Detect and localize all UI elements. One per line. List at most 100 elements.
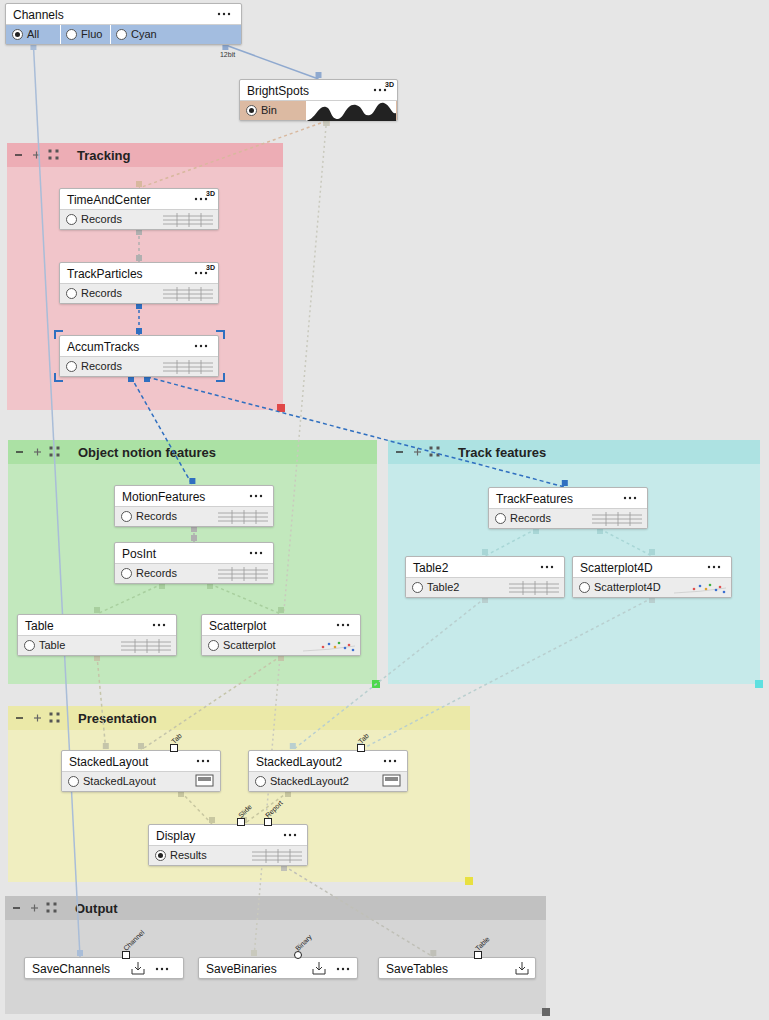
output-row: Bin — [240, 100, 397, 120]
arrow — [316, 962, 322, 970]
download-icon — [131, 961, 145, 975]
group-frame: PresentationStackedLayoutStackedLayoutTa… — [8, 706, 470, 882]
expand-icon — [417, 449, 418, 456]
radio-button — [246, 105, 257, 116]
port-marker — [136, 255, 142, 261]
expand-icon — [37, 715, 38, 722]
grid-line — [523, 581, 524, 595]
grid-line — [252, 852, 302, 853]
dot — [260, 495, 262, 497]
group-title: Presentation — [78, 711, 157, 726]
connector — [97, 584, 162, 614]
input-port — [357, 744, 365, 752]
box-title: Scatterplot4D — [580, 561, 653, 575]
box-title: AccumTracks — [67, 340, 139, 354]
dot — [153, 624, 155, 626]
group-controls — [13, 148, 69, 162]
dot — [158, 624, 160, 626]
fit-icon — [57, 447, 60, 450]
fit-icon — [430, 454, 433, 457]
output-row: Records — [60, 356, 218, 376]
fit-icon — [56, 157, 59, 160]
box-header: TrackFeatures — [489, 488, 647, 508]
menu-dots — [336, 967, 350, 971]
dot — [250, 495, 252, 497]
port-marker — [323, 120, 329, 126]
port-marker — [251, 950, 257, 956]
dot — [347, 624, 349, 626]
menu-dots — [540, 565, 554, 569]
port-marker — [30, 44, 36, 50]
dot — [389, 760, 391, 762]
resize-handle — [542, 1008, 550, 1016]
output-label: Scatterplot4D — [594, 581, 661, 593]
menu-dots — [707, 565, 721, 569]
process-box: Table2Table2 — [405, 556, 565, 598]
connector — [193, 527, 195, 542]
box-title: TimeAndCenter — [67, 193, 151, 207]
radio-button — [412, 582, 423, 593]
grid-line — [163, 220, 213, 221]
output-row: Scatterplot — [202, 635, 360, 655]
port-marker — [649, 549, 655, 555]
table-icon — [212, 509, 270, 525]
port-label: Slide — [237, 803, 253, 819]
output-label: Fluo — [81, 28, 102, 40]
port-marker — [222, 44, 228, 50]
grid-line — [163, 363, 213, 364]
connector — [139, 121, 326, 188]
arrow — [519, 962, 525, 970]
grid-line — [509, 592, 559, 593]
box-title: Display — [156, 829, 195, 843]
radio-button — [579, 582, 590, 593]
grid-line — [201, 287, 202, 301]
port-marker — [482, 597, 488, 603]
port-marker — [103, 743, 109, 749]
connector — [97, 656, 106, 750]
port-marker — [136, 229, 142, 235]
fit-icon — [50, 454, 53, 457]
thumb-shape — [306, 103, 396, 121]
fit-icon — [57, 713, 60, 716]
dot — [708, 566, 710, 568]
box-header: TimeAndCenter — [60, 189, 218, 209]
fit-icon — [47, 910, 50, 913]
grid-line — [218, 570, 268, 571]
dot — [205, 198, 207, 200]
port-marker — [562, 480, 568, 486]
process-box: StackedLayoutStackedLayoutTab — [61, 750, 221, 792]
grid-line — [606, 512, 607, 526]
fit-icon — [437, 454, 440, 457]
box-title: BrightSpots — [247, 84, 309, 98]
group-header: Presentation — [8, 706, 470, 730]
output-row: Table2 — [406, 577, 564, 597]
connector — [225, 45, 318, 79]
dot — [374, 89, 376, 91]
collapse-icon — [396, 451, 403, 453]
grid-line — [163, 298, 213, 299]
dimension-badge: 3D — [206, 264, 215, 271]
table-icon — [115, 638, 173, 654]
output-label: Records — [81, 213, 122, 225]
output-label: StackedLayout2 — [270, 775, 349, 787]
frame — [196, 775, 213, 786]
dot — [342, 968, 344, 970]
port-label: Report — [264, 799, 284, 819]
connector — [284, 866, 433, 957]
box-title: TrackParticles — [67, 267, 143, 281]
group-header: Object notion features — [8, 440, 377, 464]
port-marker — [207, 583, 213, 589]
group-title: Output — [75, 901, 118, 916]
group-frame: OutputSaveChannelsChannelSaveBinariesBin… — [5, 896, 546, 1014]
box-header: AccumTracks — [60, 336, 218, 356]
table-icon — [157, 212, 215, 228]
scatter-dot — [328, 643, 331, 646]
port-marker — [138, 743, 144, 749]
grid-line — [189, 213, 190, 227]
fit-icon — [54, 903, 57, 906]
selection-brackets — [55, 331, 224, 381]
menu-dots — [194, 344, 208, 348]
output-box: SaveBinariesBinary — [198, 957, 358, 979]
dot — [541, 566, 543, 568]
port-label: Binary — [294, 933, 313, 952]
